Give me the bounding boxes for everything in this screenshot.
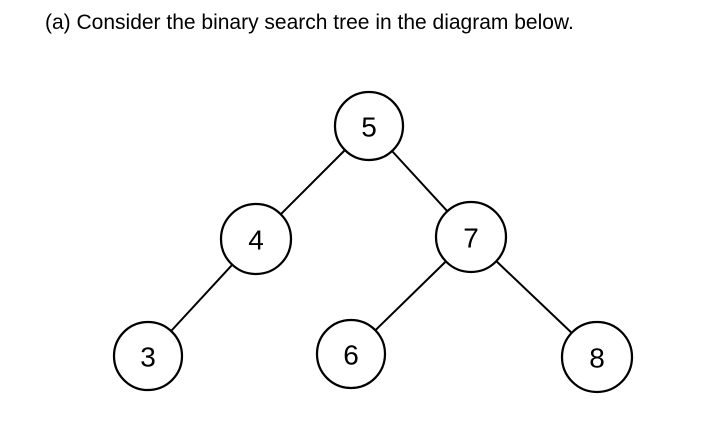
tree-node-3: 3 <box>112 320 184 392</box>
tree-edge-5-7 <box>391 150 449 212</box>
tree-edge-7-6 <box>374 260 447 332</box>
tree-node-8: 8 <box>560 320 634 394</box>
tree-edge-4-3 <box>170 264 234 332</box>
tree-node-circle <box>560 320 634 394</box>
tree-node-5: 5 <box>333 90 405 162</box>
tree-node-label: 3 <box>140 342 156 373</box>
tree-node-circle <box>333 90 405 162</box>
tree-node-circle <box>315 318 387 390</box>
tree-node-6: 6 <box>315 318 387 390</box>
tree-node-circle <box>112 320 184 392</box>
tree-node-circle <box>434 200 508 274</box>
tree-edge-5-4 <box>279 149 346 216</box>
tree-node-7: 7 <box>434 200 508 274</box>
tree-node-label: 8 <box>589 343 605 374</box>
tree-edge-7-8 <box>495 260 573 334</box>
tree-node-4: 4 <box>219 202 293 276</box>
tree-node-label: 5 <box>361 112 377 143</box>
tree-node-circle <box>219 202 293 276</box>
tree-node-label: 4 <box>248 225 264 256</box>
tree-node-label: 7 <box>463 223 479 254</box>
page-title: (a) Consider the binary search tree in t… <box>45 11 574 34</box>
tree-node-label: 6 <box>343 340 359 371</box>
